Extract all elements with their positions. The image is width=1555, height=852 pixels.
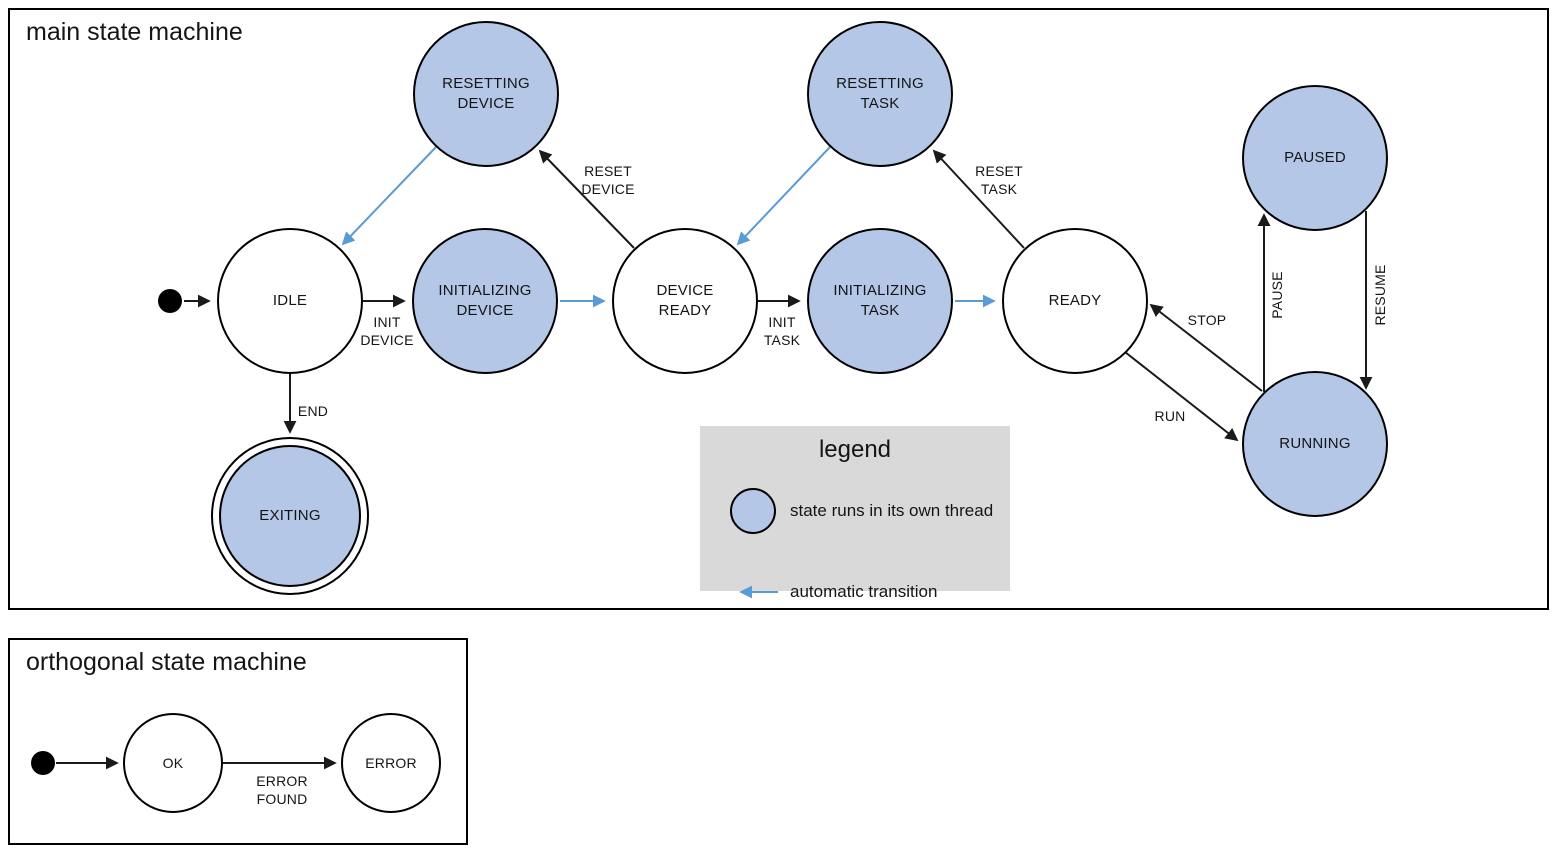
auto-transition-arrow-icon (739, 585, 778, 599)
state-paused-label: PAUSED (1284, 149, 1346, 167)
state-ready-label: READY (1048, 292, 1102, 310)
transition-label-resume: RESUME (1371, 264, 1388, 326)
auto-transition-resetting-device-to-idle (341, 146, 437, 246)
transition-label-run: RUN (1154, 407, 1186, 424)
state-ok-label: OK (162, 754, 184, 771)
transition-label-error-found: ERROR FOUND (256, 772, 308, 807)
legend-item-auto-transition: automatic transition (790, 582, 938, 601)
transition-running-to-ready (1149, 303, 1263, 392)
thread-state-swatch-icon (730, 488, 776, 534)
state-idle: IDLE (217, 228, 363, 374)
start-dot-orthogonal (31, 751, 55, 775)
transition-label-init-device: INIT DEVICE (360, 313, 414, 348)
state-exiting: EXITING (211, 437, 369, 595)
state-resetting-device: RESETTING DEVICE (413, 21, 559, 167)
legend-panel: legend state runs in its own thread auto… (700, 426, 1010, 601)
state-exiting-inner-circle: EXITING (219, 445, 361, 587)
state-resetting-task-label: RESETTING TASK (836, 75, 924, 112)
state-ready: READY (1002, 228, 1148, 374)
transition-label-reset-device: RESET DEVICE (581, 162, 635, 197)
transition-ready-to-resetting-task (932, 149, 1025, 249)
state-device-ready-label: DEVICE READY (656, 282, 714, 319)
state-exiting-label: EXITING (259, 507, 321, 525)
main-state-machine-title: main state machine (26, 18, 243, 46)
transition-label-reset-task: RESET TASK (975, 162, 1023, 197)
start-dot-main (158, 289, 182, 313)
transition-label-init-task: INIT TASK (763, 313, 801, 348)
transition-ready-to-running (1124, 351, 1239, 442)
state-error-label: ERROR (365, 754, 417, 771)
transition-label-stop: STOP (1187, 311, 1227, 328)
legend-item-thread-state: state runs in its own thread (790, 501, 994, 520)
state-running-label: RUNNING (1279, 435, 1351, 453)
state-running: RUNNING (1242, 371, 1388, 517)
state-device-ready: DEVICE READY (612, 228, 758, 374)
state-initializing-task: INITIALIZING TASK (807, 228, 953, 374)
orthogonal-state-machine-title: orthogonal state machine (26, 648, 307, 676)
state-ok: OK (123, 713, 223, 813)
transition-device-ready-to-resetting-device (538, 149, 635, 249)
state-paused: PAUSED (1242, 85, 1388, 231)
state-initializing-device-label: INITIALIZING DEVICE (438, 282, 532, 319)
state-initializing-device: INITIALIZING DEVICE (412, 228, 558, 374)
auto-transition-resetting-task-to-device-ready (736, 146, 831, 246)
legend-title: legend (818, 436, 892, 463)
state-idle-label: IDLE (272, 292, 308, 310)
main-state-machine-panel: main state machine (8, 8, 1549, 610)
orthogonal-state-machine-panel: orthogonal state machine (8, 638, 468, 845)
state-initializing-task-label: INITIALIZING TASK (833, 282, 927, 319)
state-resetting-task: RESETTING TASK (807, 21, 953, 167)
state-error: ERROR (341, 713, 441, 813)
transition-label-pause: PAUSE (1268, 271, 1285, 319)
state-resetting-device-label: RESETTING DEVICE (442, 75, 530, 112)
transition-label-end: END (297, 402, 329, 419)
